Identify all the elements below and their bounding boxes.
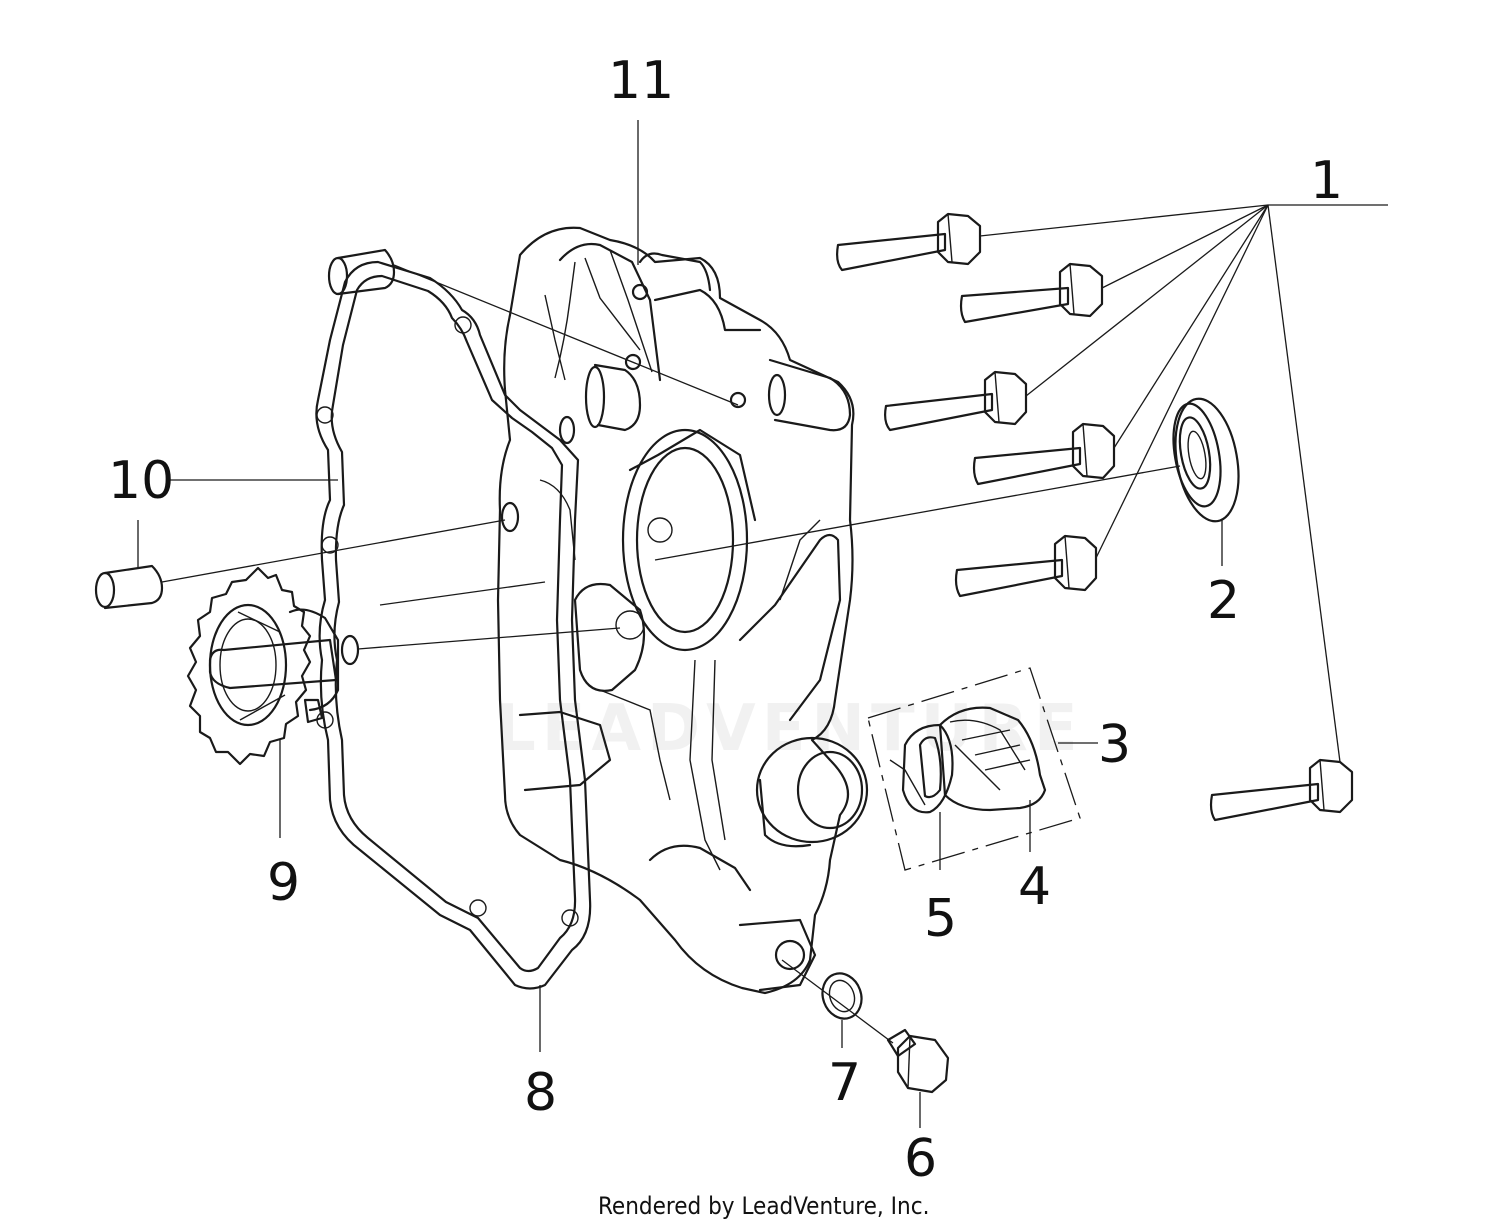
bolts[interactable] xyxy=(836,212,1354,822)
callout-labels: 1 2 3 4 5 6 7 8 9 10 11 xyxy=(108,51,1343,1189)
callout-3: 3 xyxy=(1098,715,1131,775)
dowel-pins[interactable] xyxy=(94,248,576,610)
callout-2: 2 xyxy=(1207,571,1240,631)
callout-5: 5 xyxy=(924,889,957,949)
callout-8: 8 xyxy=(524,1063,557,1123)
oil-seal[interactable] xyxy=(1166,394,1247,527)
callout-9: 9 xyxy=(267,853,300,913)
callout-7: 7 xyxy=(828,1053,861,1113)
bolt-5 xyxy=(954,534,1098,598)
render-credit: Rendered by LeadVenture, Inc. xyxy=(598,1192,929,1220)
crankcase-cover[interactable] xyxy=(496,226,869,995)
dipstick-seal[interactable] xyxy=(889,723,954,814)
callout-11: 11 xyxy=(608,51,674,111)
callout-10: 10 xyxy=(108,451,174,511)
governor-gear-assembly[interactable] xyxy=(186,566,360,766)
dowel-pin-lower xyxy=(94,564,164,610)
bolt-4 xyxy=(972,422,1116,486)
gasket[interactable] xyxy=(315,260,592,990)
bolt-6 xyxy=(1209,758,1354,822)
callout-1: 1 xyxy=(1310,151,1343,211)
dipstick-group-box xyxy=(867,667,1081,871)
leader-lines xyxy=(137,120,1388,1128)
callout-4: 4 xyxy=(1018,857,1051,917)
washer[interactable] xyxy=(816,968,867,1024)
drain-plug[interactable] xyxy=(886,1028,950,1094)
watermark-text: LEADVENTURE xyxy=(495,692,1084,766)
dowel-pin-upper xyxy=(327,248,396,296)
bolt-3 xyxy=(884,370,1028,432)
bolt-2 xyxy=(959,262,1104,324)
dipstick-cap[interactable] xyxy=(938,706,1047,812)
callout-6: 6 xyxy=(904,1129,937,1189)
bolt-1 xyxy=(836,212,982,272)
